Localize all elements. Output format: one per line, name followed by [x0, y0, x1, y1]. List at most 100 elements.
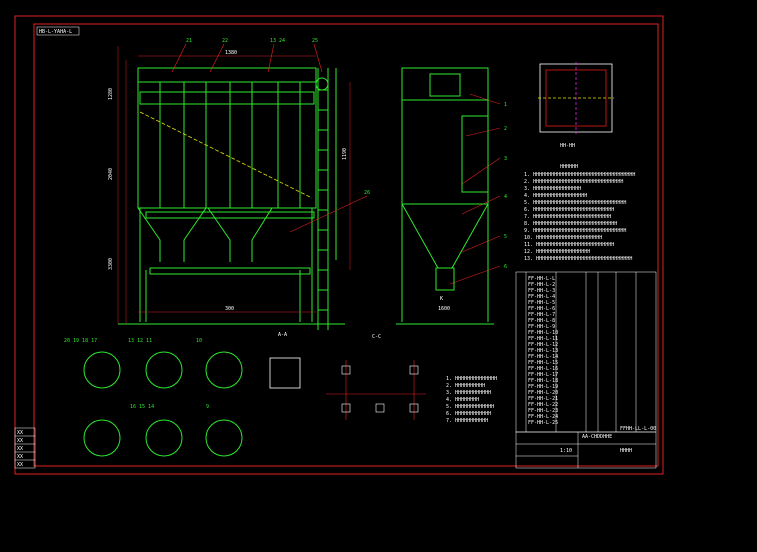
- bom-row-1: FF-HH-L-L: [528, 276, 555, 282]
- small-note-4: 4. HHHHHHHH: [446, 397, 479, 403]
- bom-row-21: FF-HH-L-21: [528, 396, 558, 402]
- bom-row-22: FF-HH-L-22: [528, 402, 558, 408]
- bom-row-15: FF-HH-L-15: [528, 360, 558, 366]
- side-view: [396, 67, 494, 325]
- bom-row-8: FF-HH-L-8: [528, 318, 555, 324]
- detail-balloons-3: 16 15 14: [130, 404, 154, 410]
- bom-row-10: FF-HH-L-10: [528, 330, 558, 336]
- note-1: 1. HHHHHHHHHHHHHHHHHHHHHHHHHHHHHHHHHH: [524, 172, 635, 178]
- small-note-6: 6. HHHHHHHHHHHH: [446, 411, 491, 417]
- left-table-row-1: XX: [17, 430, 23, 436]
- bom-row-18: FF-HH-L-18: [528, 378, 558, 384]
- bom-row-14: FF-HH-L-14: [528, 354, 558, 360]
- bom-row-5: FF-HH-L-5: [528, 300, 555, 306]
- airflow-line: [139, 111, 313, 199]
- dim-height-1: 1280: [108, 88, 114, 100]
- bom-row-3: FF-HH-L-3: [528, 288, 555, 294]
- bom-row-4: FF-HH-L-4: [528, 294, 555, 300]
- bom-row-16: FF-HH-L-16: [528, 366, 558, 372]
- bom-table: [515, 271, 657, 469]
- bom-row-19: FF-HH-L-19: [528, 384, 558, 390]
- note-3: 3. HHHHHHHHHHHHHHHH: [524, 186, 581, 192]
- bom-rows: FF-HH-L-L FF-HH-L-2 FF-HH-L-3 FF-HH-L-4 …: [528, 276, 558, 426]
- bom-row-11: FF-HH-L-11: [528, 336, 558, 342]
- top-detail-label: HH-HH: [560, 143, 575, 149]
- leader-lines: [171, 43, 501, 285]
- note-7: 7. HHHHHHHHHHHHHHHHHHHHHHHHHH: [524, 214, 611, 220]
- bom-row-20: FF-HH-L-20: [528, 390, 558, 396]
- detail-balloon-9: 9: [206, 404, 209, 410]
- balloon-side-1: 1: [504, 102, 507, 108]
- top-detail: [538, 62, 614, 134]
- notes-block: HHHHHH 1. HHHHHHHHHHHHHHHHHHHHHHHHHHHHHH…: [524, 164, 635, 262]
- note-10: 10. HHHHHHHHHHHHHHHHHHHHHH: [524, 235, 602, 241]
- part-label: AA-CHDDHHE: [582, 434, 612, 440]
- notes-title: HHHHHH: [560, 164, 578, 170]
- small-note-2: 2. HHHHHHHHHH: [446, 383, 485, 389]
- small-note-3: 3. HHHHHHHHHHHH: [446, 390, 491, 396]
- note-2: 2. HHHHHHHHHHHHHHHHHHHHHHHHHHHHHH: [524, 179, 623, 185]
- bom-row-6: FF-HH-L-6: [528, 306, 555, 312]
- bom-row-7: FF-HH-L-7: [528, 312, 555, 318]
- view-k-label: K: [440, 296, 443, 302]
- balloon-26: 26: [364, 190, 370, 196]
- dimension-lines: [117, 46, 351, 324]
- balloon-25: 25: [312, 38, 318, 44]
- bom-row-24: FF-HH-L-24: [528, 414, 558, 420]
- small-notes: 1. HHHHHHHHHHHHHH 2. HHHHHHHHHH 3. HHHHH…: [446, 376, 497, 424]
- small-note-5: 5. HHHHHHHHHHHHH: [446, 404, 494, 410]
- left-table-row-4: XX: [17, 454, 23, 460]
- balloon-side-2: 2: [504, 126, 507, 132]
- left-table-row-2: XX: [17, 438, 23, 444]
- balloon-22: 22: [222, 38, 228, 44]
- section-a-box: [269, 357, 301, 389]
- front-view: [118, 67, 345, 330]
- scale-text: 1:10: [560, 448, 572, 454]
- company-name: HHHH: [620, 448, 632, 454]
- bom-row-12: FF-HH-L-12: [528, 342, 558, 348]
- note-9: 9. HHHHHHHHHHHHHHHHHHHHHHHHHHHHHHH: [524, 228, 626, 234]
- detail-balloon-10: 10: [196, 338, 202, 344]
- note-6: 6. HHHHHHHHHHHHHHHHHHHHHHHHHHH: [524, 207, 614, 213]
- section-c-label: C-C: [372, 334, 381, 340]
- note-5: 5. HHHHHHHHHHHHHHHHHHHHHHHHHHHHHHH: [524, 200, 626, 206]
- bom-row-2: FF-HH-L-2: [528, 282, 555, 288]
- bom-row-9: FF-HH-L-9: [528, 324, 555, 330]
- balloon-side-5: 5: [504, 234, 507, 240]
- small-note-7: 7. HHHHHHHHHHH: [446, 418, 488, 424]
- left-table: [14, 427, 36, 469]
- note-11: 11. HHHHHHHHHHHHHHHHHHHHHHHHHH: [524, 242, 614, 248]
- note-8: 8. HHHHHHHHHHHHHHHHHHHHHHHHHHHH: [524, 221, 617, 227]
- small-note-1: 1. HHHHHHHHHHHHHH: [446, 376, 497, 382]
- sheet-no: FFHH-LL-L-00: [620, 426, 656, 432]
- note-12: 12. HHHHHHHHHHHHHHHHHH: [524, 249, 590, 255]
- title-tag: HB-L-YAHA-L: [39, 29, 72, 35]
- note-13: 13. HHHHHHHHHHHHHHHHHHHHHHHHHHHHHHHH: [524, 256, 632, 262]
- inner-frame: [33, 23, 659, 467]
- left-table-row-5: XX: [17, 462, 23, 468]
- note-4: 4. HHHHHHHHHHHHHHHHHH: [524, 193, 587, 199]
- dim-width-bottom: 300: [225, 306, 234, 312]
- bom-row-17: FF-HH-L-17: [528, 372, 558, 378]
- side-dim: 1600: [438, 306, 450, 312]
- detail-balloons-1: 20 19 18 17: [64, 338, 97, 344]
- balloon-side-3: 3: [504, 156, 507, 162]
- left-table-row-3: XX: [17, 446, 23, 452]
- bom-row-25: FF-HH-L-25: [528, 420, 558, 426]
- dim-side-height: 1190: [342, 148, 348, 160]
- section-c-plan: [326, 360, 426, 420]
- dim-height-2: 2040: [108, 168, 114, 180]
- title-tag-box: [36, 26, 80, 36]
- dim-width-top: 1380: [225, 50, 237, 56]
- section-a-label: A-A: [278, 332, 287, 338]
- balloon-21: 21: [186, 38, 192, 44]
- balloon-13-24: 13 24: [270, 38, 285, 44]
- balloon-side-6: 6: [504, 264, 507, 270]
- bom-row-13: FF-HH-L-13: [528, 348, 558, 354]
- bom-row-23: FF-HH-L-23: [528, 408, 558, 414]
- balloon-side-4: 4: [504, 194, 507, 200]
- dim-height-3: 3300: [108, 258, 114, 270]
- detail-circles: [83, 351, 243, 457]
- outer-frame: [14, 15, 664, 475]
